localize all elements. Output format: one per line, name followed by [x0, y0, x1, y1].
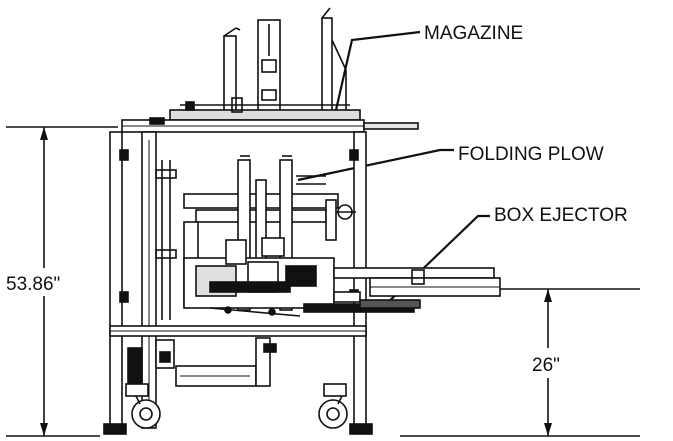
- main-frame: [103, 131, 373, 435]
- box-ejector-label: BOX EJECTOR: [494, 205, 628, 226]
- overall-height-label: 53.86": [6, 274, 61, 295]
- top-table: [121, 117, 419, 133]
- folding-plow: [183, 155, 356, 317]
- lower-base: [127, 337, 277, 387]
- caster-right: [318, 383, 348, 429]
- folding-plow-label: FOLDING PLOW: [458, 144, 604, 165]
- output-conveyor: [303, 267, 501, 313]
- conveyor-height-label: 26": [532, 355, 560, 376]
- caster-left: [125, 383, 161, 429]
- conveyor-height-dimension: [400, 288, 640, 437]
- magazine-label: MAGAZINE: [424, 23, 524, 44]
- overall-height-dimension: [6, 126, 118, 437]
- magazine: [169, 7, 361, 123]
